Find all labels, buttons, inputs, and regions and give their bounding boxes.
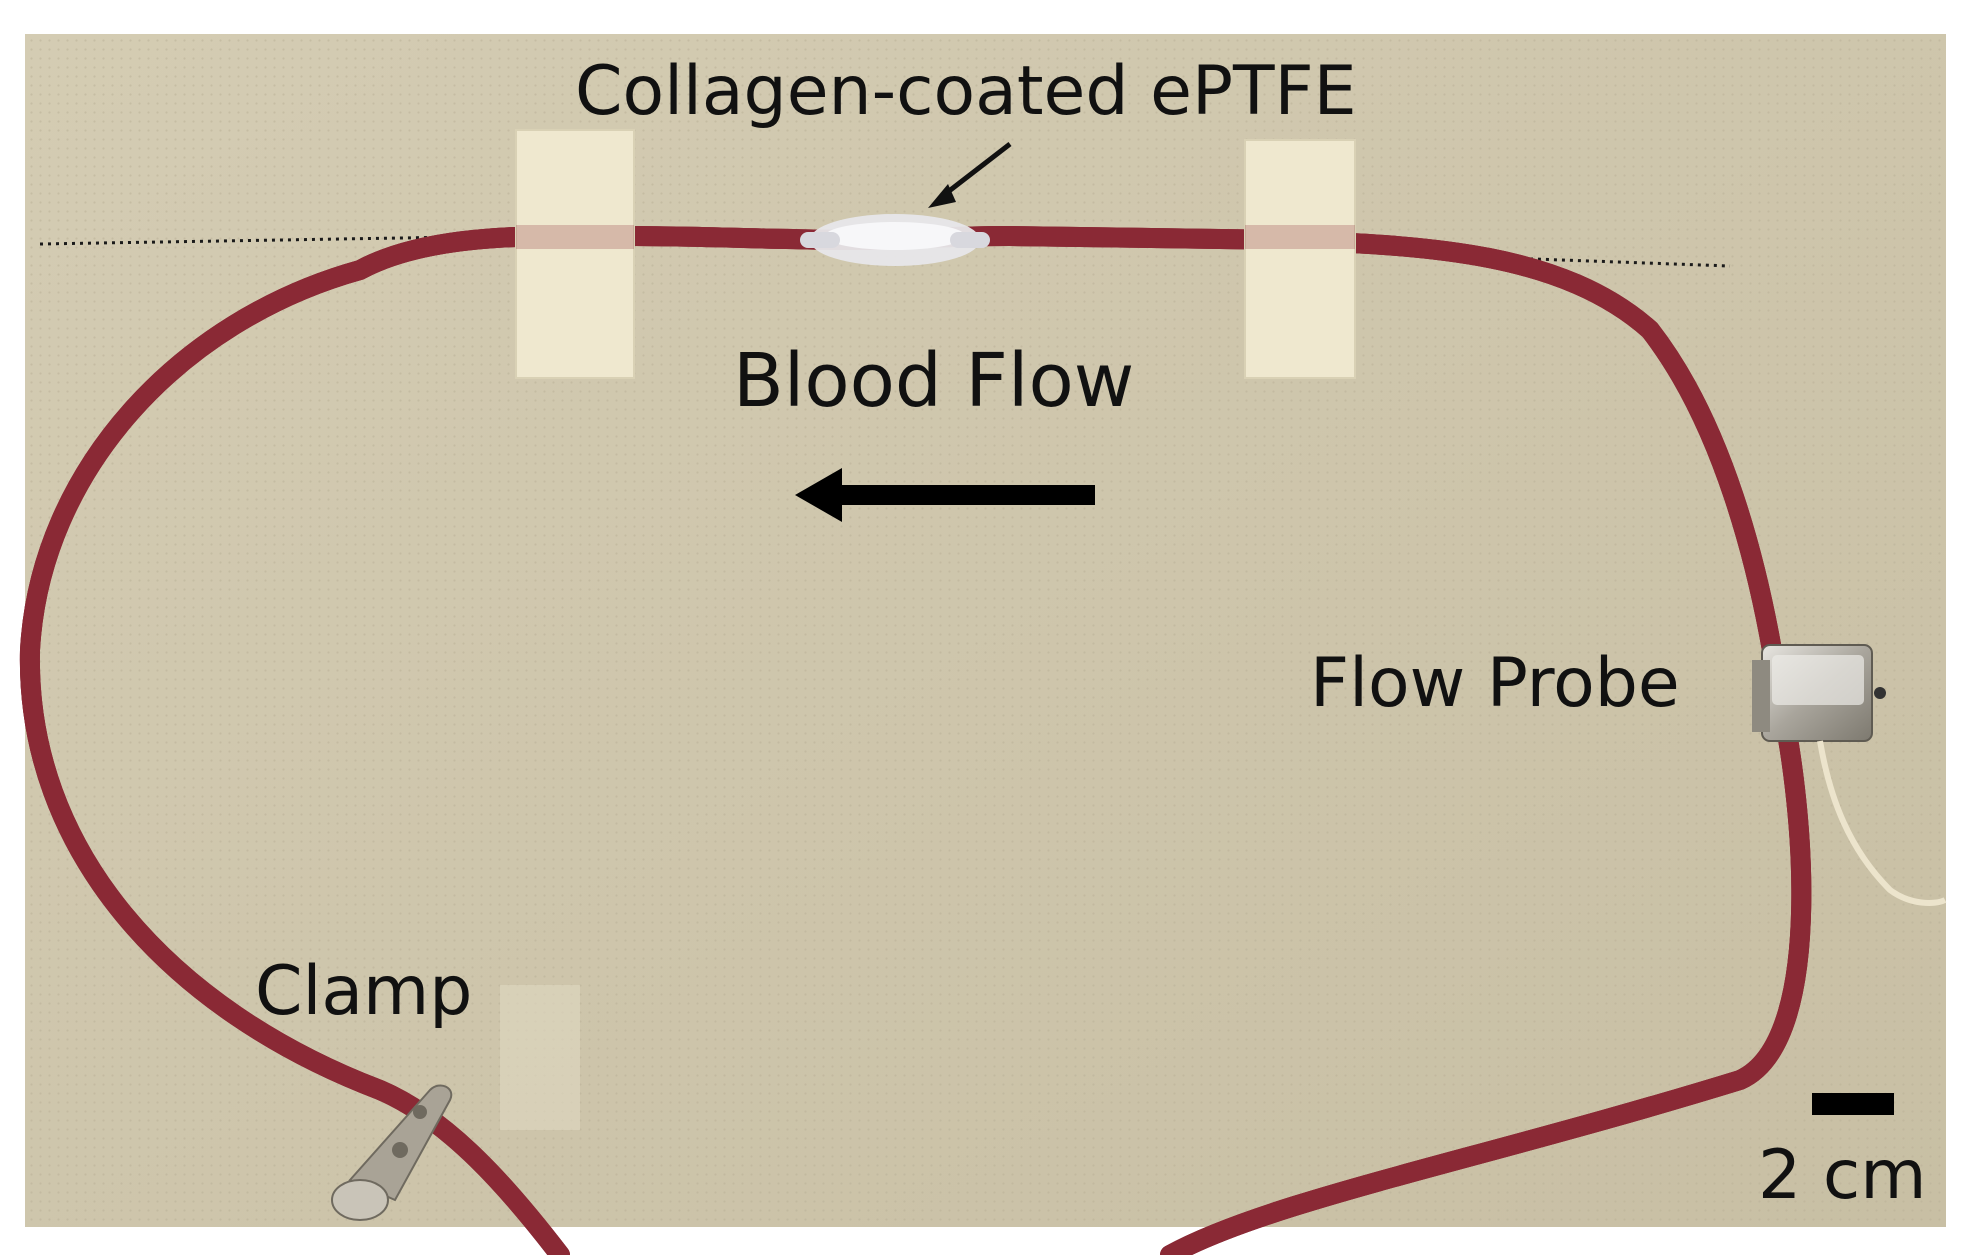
clamp-label: Clamp: [255, 952, 473, 1031]
scale-bar-label: 2 cm: [1758, 1136, 1927, 1215]
diagonal-arrow-icon: [928, 142, 1012, 208]
clamp: [331, 1084, 453, 1221]
blood-flow-label: Blood Flow: [733, 338, 1135, 424]
left-arrow-icon: [795, 468, 1095, 522]
scale-bar-icon: [1812, 1093, 1894, 1115]
board-texture: [25, 34, 1946, 1227]
clamp-tape: [500, 985, 580, 1130]
graft-segment: [800, 214, 990, 266]
flow-probe: [1752, 644, 1947, 906]
tape-pieces: [515, 129, 1356, 379]
graft-label: Collagen-coated ePTFE: [575, 52, 1357, 131]
flow-probe-label: Flow Probe: [1310, 644, 1680, 723]
